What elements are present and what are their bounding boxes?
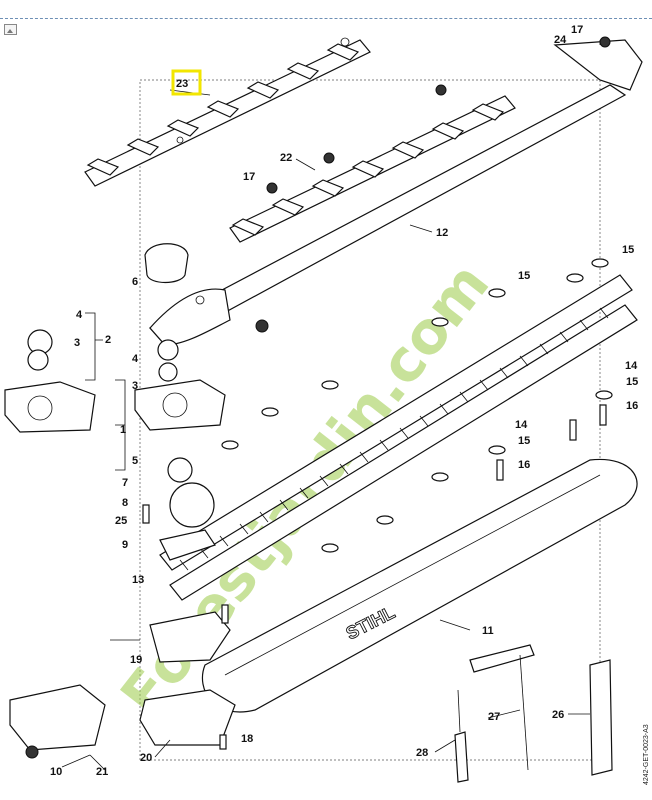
gear-9	[169, 482, 215, 528]
label-1: 1	[120, 424, 126, 436]
label-17b: 17	[243, 171, 255, 183]
gearbox-cover-19	[149, 611, 231, 663]
document-id: 4242-GET-0023-A3	[643, 724, 650, 785]
nuts	[25, 36, 611, 759]
label-7: 7	[122, 477, 128, 489]
cutter-blades	[159, 274, 638, 601]
drum-6	[144, 243, 189, 284]
label-23[interactable]: 23	[176, 78, 188, 90]
label-3a: 3	[74, 337, 80, 349]
label-20: 20	[140, 752, 152, 764]
label-25: 25	[115, 515, 127, 527]
label-13: 13	[132, 574, 144, 586]
label-3b: 3	[132, 380, 138, 392]
label-2: 2	[105, 334, 111, 346]
bolts	[142, 404, 607, 750]
label-15b: 15	[518, 270, 530, 282]
label-18: 18	[241, 733, 253, 745]
label-4b: 4	[132, 353, 139, 365]
label-5: 5	[132, 455, 138, 467]
upper-blade-bar	[84, 37, 371, 187]
label-6: 6	[132, 276, 138, 288]
label-14b: 14	[515, 419, 528, 431]
label-27: 27	[488, 711, 500, 723]
label-16b: 16	[518, 459, 530, 471]
washers	[221, 258, 613, 553]
label-12: 12	[436, 227, 448, 239]
gearbox-housing-2	[4, 381, 96, 433]
label-17a: 17	[571, 24, 583, 36]
end-cap	[553, 39, 643, 91]
label-10: 10	[50, 766, 62, 778]
blade-guard: STIHL	[201, 458, 638, 713]
label-4a: 4	[76, 309, 83, 321]
top-dashed-divider	[0, 18, 652, 19]
label-21: 21	[96, 766, 108, 778]
leader-lines	[61, 40, 601, 771]
label-19: 19	[130, 654, 142, 666]
image-placeholder-icon[interactable]	[4, 24, 17, 35]
label-9: 9	[122, 539, 128, 551]
gearbox-lower-21	[9, 684, 106, 751]
wrench-27	[469, 644, 535, 673]
label-15a: 15	[622, 244, 634, 256]
label-16a: 16	[626, 400, 638, 412]
grease-tube-26	[589, 659, 613, 776]
label-15c: 15	[626, 376, 638, 388]
lower-blade-bar	[229, 95, 516, 243]
label-15d: 15	[518, 435, 530, 447]
highlight-box	[171, 69, 202, 96]
gearbox-housing-1	[134, 379, 226, 431]
label-24: 24	[554, 34, 567, 46]
label-14a: 14	[625, 360, 638, 372]
washer-8	[167, 457, 193, 483]
label-22: 22	[280, 152, 292, 164]
screwdriver-28	[454, 731, 469, 783]
label-26: 26	[552, 709, 564, 721]
label-28: 28	[416, 747, 428, 759]
part-labels: 1 2 3 3 4 4 5 6 7 8 9 10 11 12 13 14 14 …	[50, 24, 638, 778]
bearing-3	[27, 349, 49, 371]
label-8: 8	[122, 497, 128, 509]
label-11: 11	[482, 625, 494, 637]
plate-13	[159, 529, 216, 561]
guide-rail	[149, 84, 627, 346]
